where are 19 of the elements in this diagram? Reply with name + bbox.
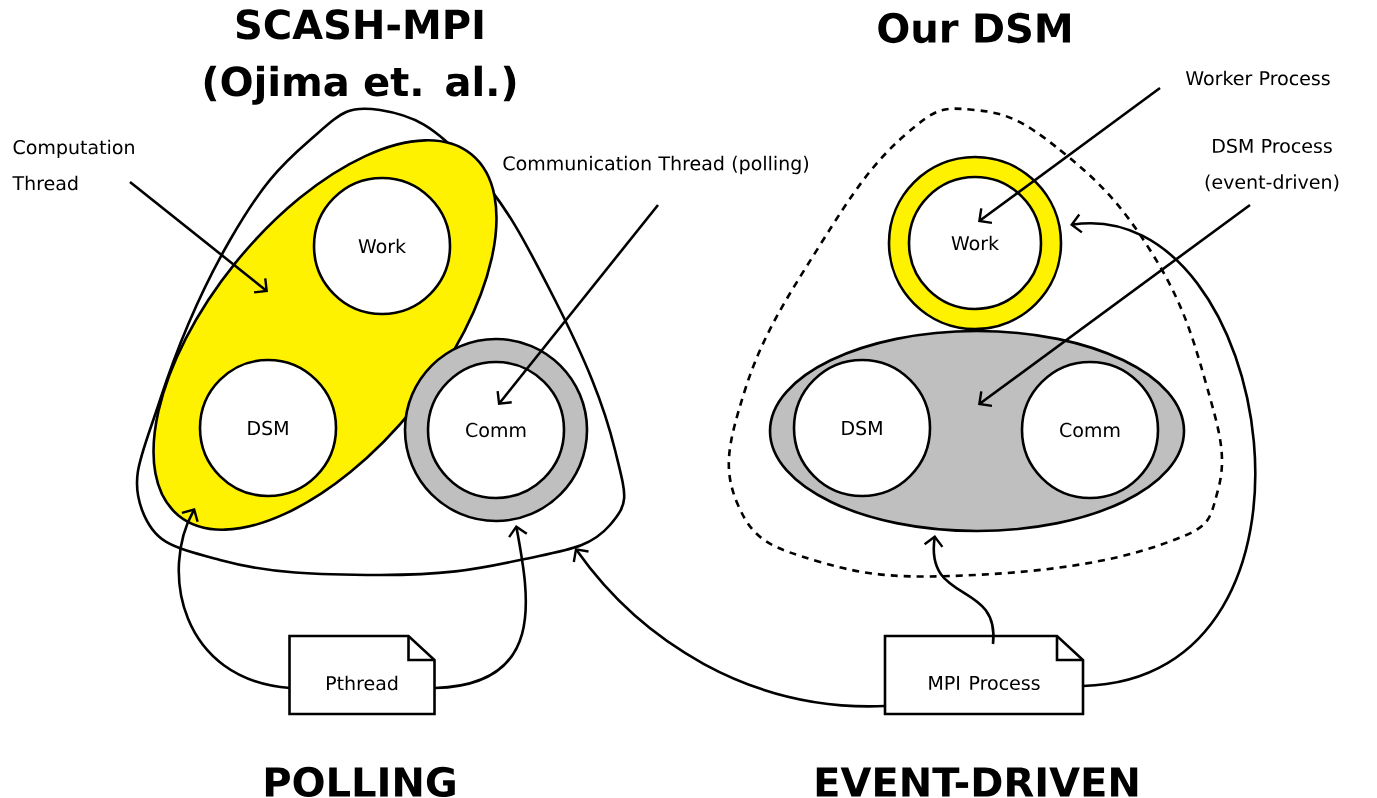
note-box: Pthread (288, 634, 436, 716)
callout-text: Worker Process (1185, 70, 1330, 86)
leader-line (978, 86, 1161, 225)
leader-line (978, 203, 1251, 408)
leader-line (496, 204, 660, 405)
arrow (572, 548, 885, 708)
arrow (923, 535, 995, 644)
note-box: MPI Process (883, 634, 1085, 716)
heading: POLLING (265, 766, 455, 798)
heading: Our DSM (878, 12, 1070, 44)
callout-text: DSM Process (event-driven) (1205, 138, 1339, 192)
leader-line (129, 181, 268, 294)
arrow (434, 525, 528, 690)
arrow (1070, 213, 1256, 688)
arrow (177, 508, 291, 690)
callout-text: Communication Thread (polling) (503, 155, 809, 175)
heading: EVENT-DRIVEN (816, 767, 1138, 797)
callout-text: Computation Thread (12, 139, 134, 191)
heading: SCASH-MPI (Ojima et. al.) (204, 9, 516, 105)
